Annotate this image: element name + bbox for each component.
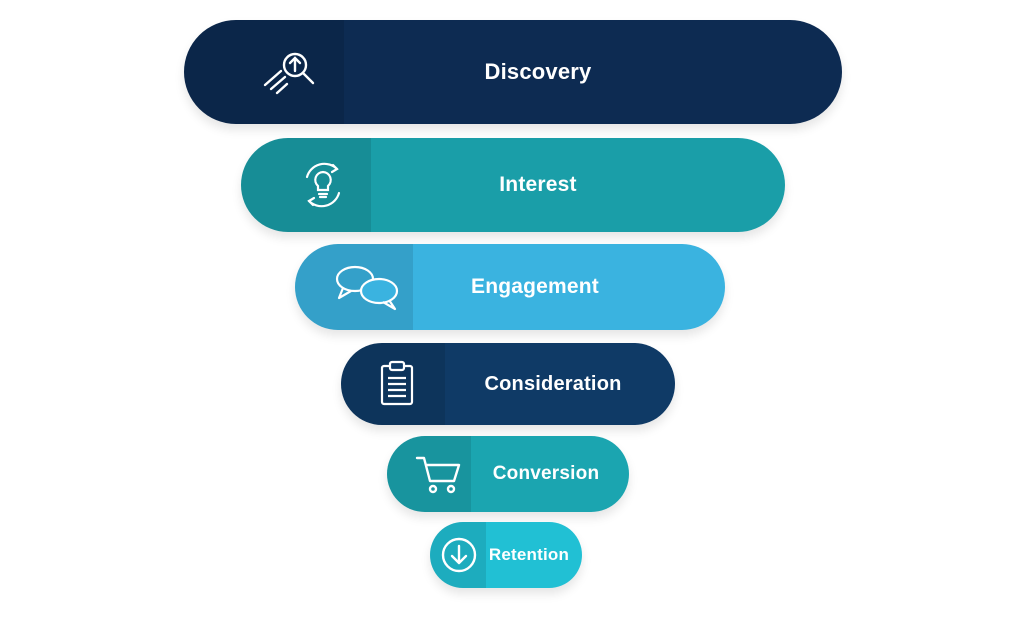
funnel-stage-retention: Retention	[430, 522, 582, 588]
stage-label: Discovery	[484, 59, 592, 84]
funnel-stage-engagement: Engagement	[295, 244, 725, 330]
chat-bubbles-icon	[323, 244, 413, 330]
funnel-stage-consideration: Consideration	[341, 343, 675, 425]
clipboard-icon	[355, 343, 439, 425]
stage-label: Interest	[499, 173, 577, 196]
funnel-stage-interest: Interest	[241, 138, 785, 232]
shopping-cart-icon	[405, 436, 471, 512]
magnifier-arrow-up-icon	[234, 20, 344, 124]
stage-label: Consideration	[484, 372, 622, 395]
funnel-stage-discovery: Discovery	[184, 20, 842, 124]
stage-label: Retention	[488, 545, 570, 564]
stage-label: Engagement	[470, 275, 600, 298]
download-circle-icon	[434, 522, 484, 588]
lightbulb-cycle-icon	[273, 138, 373, 232]
stage-label: Conversion	[492, 463, 600, 484]
funnel-stage-conversion: Conversion	[387, 436, 629, 512]
